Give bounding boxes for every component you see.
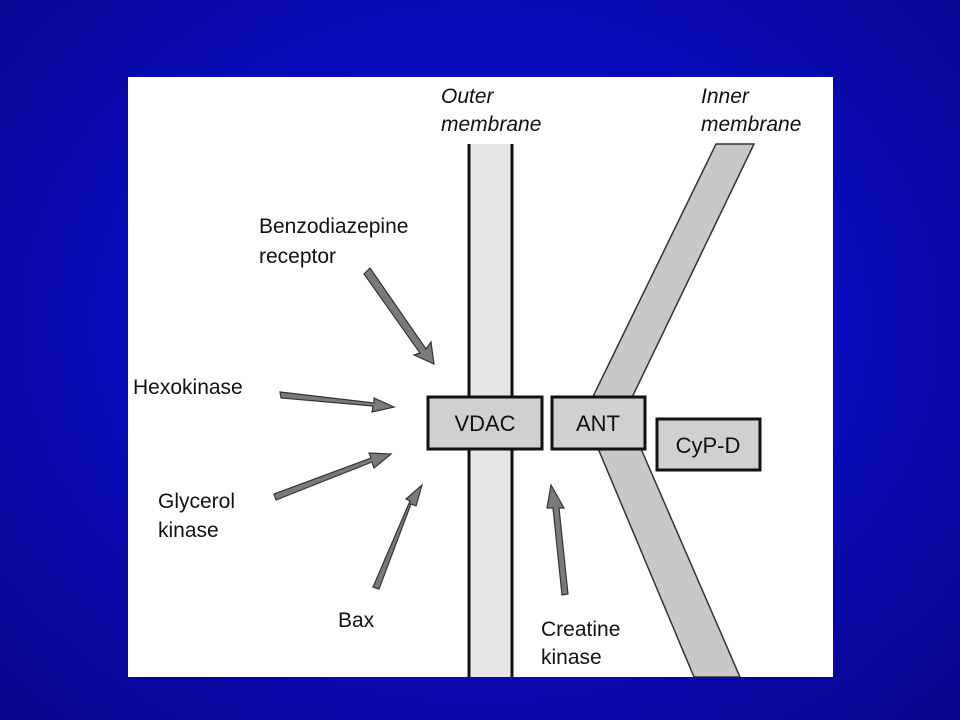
benzodiazepine-arrow	[363, 267, 435, 365]
vdac-box	[426, 395, 544, 451]
ant-box	[550, 395, 647, 451]
inner-membrane-label-line1: Inner	[701, 85, 750, 108]
ant-label: ANT	[576, 411, 620, 436]
hexokinase-arrow	[279, 391, 396, 413]
creatine-kinase-label-line2: kinase	[541, 646, 602, 669]
benzodiazepine-label-line2: receptor	[259, 245, 336, 268]
glycerol-kinase-label-line1: Glycerol	[158, 490, 235, 513]
creatine-kinase-arrow	[546, 483, 569, 596]
mitochondrial-membrane-diagram: Outer membrane Inner membrane VDAC ANT C…	[133, 85, 801, 677]
outer-membrane-label-line1: Outer	[441, 85, 495, 108]
bax-label: Bax	[338, 609, 375, 632]
vdac-label: VDAC	[454, 411, 515, 436]
bax-arrow	[372, 483, 424, 590]
benzodiazepine-label-line1: Benzodiazepine	[259, 215, 408, 238]
creatine-kinase-label-line1: Creatine	[541, 618, 620, 641]
glycerol-kinase-arrow	[273, 452, 393, 501]
cypd-label: CyP-D	[676, 433, 741, 458]
diagram-panel: Outer membrane Inner membrane VDAC ANT C…	[128, 77, 833, 677]
cypd-box	[655, 417, 762, 472]
glycerol-kinase-label-line2: kinase	[158, 519, 219, 542]
outer-membrane-label-line2: membrane	[441, 113, 541, 136]
inner-membrane-label-line2: membrane	[701, 113, 801, 136]
hexokinase-label: Hexokinase	[133, 376, 243, 399]
